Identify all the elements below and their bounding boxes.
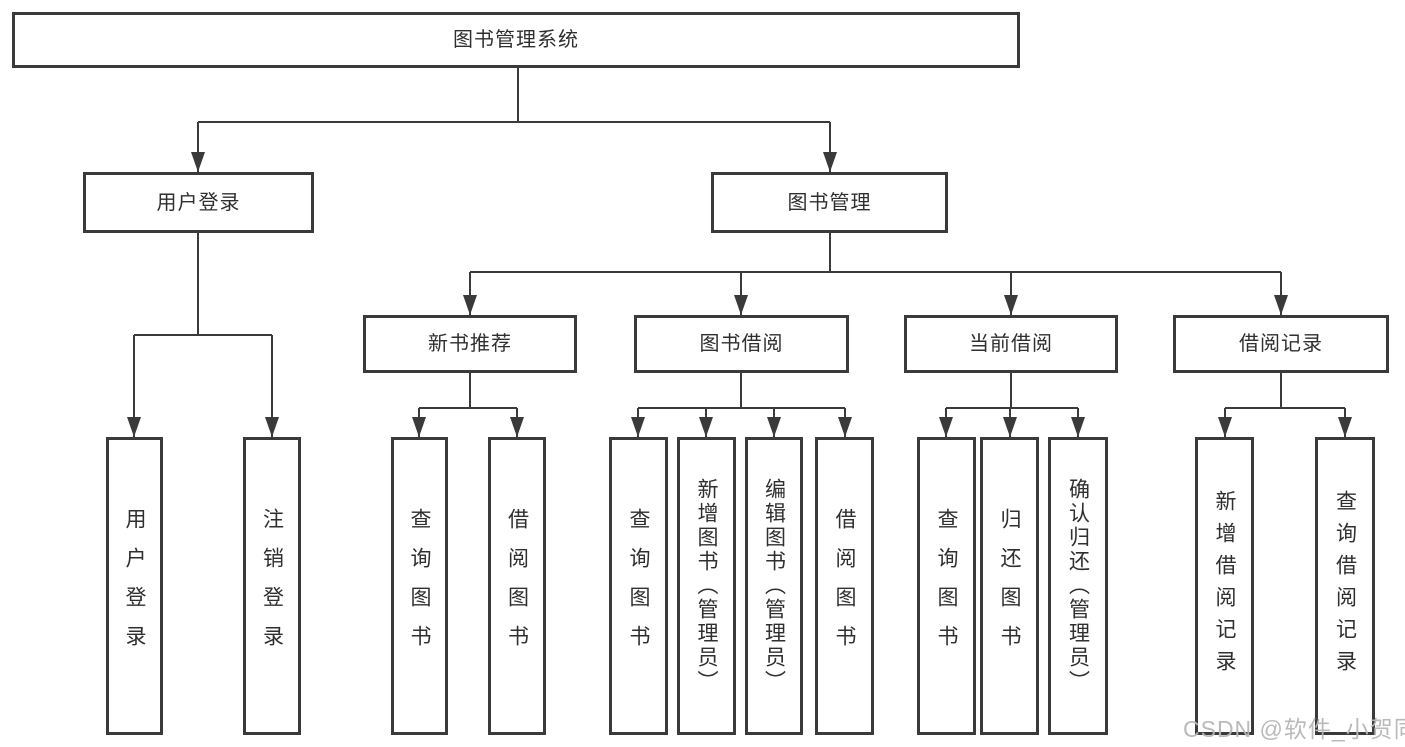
leaf-query-borrow-record: 查询借阅记录: [1315, 437, 1375, 735]
connector-newbookrec-to-leaves: [418, 373, 518, 437]
leaf-user-login: 用户登录: [106, 437, 163, 735]
leaf-add-borrow-record: 新增借阅记录: [1195, 437, 1254, 735]
leaf-confirm-return-admin: 确认归还（管理员）: [1048, 437, 1108, 735]
leaf-user-login-label: 用户登录: [123, 508, 146, 664]
leaf-edit-book-admin: 编辑图书（管理员）: [745, 437, 803, 735]
watermark: CSDN @软件_小贺同学: [1183, 716, 1405, 742]
node-user-login-label: 用户登录: [156, 191, 241, 214]
leaf-return-book-label: 归还图书: [998, 508, 1021, 664]
leaf-borrow-books-borrow-label: 借阅图书: [833, 508, 856, 664]
leaf-query-books-newrec-label: 查询图书: [408, 508, 431, 664]
node-root-label: 图书管理系统: [453, 29, 579, 51]
node-borrow-records-label: 借阅记录: [1239, 333, 1323, 355]
leaf-add-book-admin-label: 新增图书（管理员）: [695, 478, 718, 694]
leaf-borrow-books-newrec: 借阅图书: [488, 437, 546, 735]
connector-root-to-level2: [197, 68, 831, 172]
leaf-logout: 注销登录: [243, 437, 301, 735]
leaf-query-books-borrow-label: 查询图书: [627, 508, 650, 664]
connector-bookborrow-to-leaves: [637, 373, 846, 437]
arrowheads: [127, 152, 1352, 437]
node-book-management: 图书管理: [711, 172, 948, 233]
leaf-logout-label: 注销登录: [260, 508, 284, 664]
connector-userlogin-to-leaves: [133, 233, 273, 437]
node-book-management-label: 图书管理: [787, 191, 872, 214]
connector-borrowrecords-to-leaves: [1224, 373, 1346, 437]
leaf-query-books-current: 查询图书: [917, 437, 976, 735]
node-book-borrowing: 图书借阅: [634, 315, 849, 373]
node-root: 图书管理系统: [12, 12, 1020, 68]
node-borrow-records: 借阅记录: [1173, 315, 1389, 373]
node-book-borrowing-label: 图书借阅: [699, 333, 784, 355]
leaf-borrow-books-borrow: 借阅图书: [815, 437, 874, 735]
node-new-book-recommend-label: 新书推荐: [428, 333, 512, 355]
connector-bookmgmt-to-level3: [469, 233, 1282, 315]
node-current-borrowing: 当前借阅: [904, 315, 1118, 373]
node-user-login: 用户登录: [83, 172, 314, 233]
leaf-query-books-newrec: 查询图书: [391, 437, 448, 735]
leaf-query-books-current-label: 查询图书: [935, 508, 958, 664]
leaf-return-book: 归还图书: [980, 437, 1039, 735]
leaf-query-books-borrow: 查询图书: [609, 437, 668, 735]
leaf-add-book-admin: 新增图书（管理员）: [677, 437, 736, 735]
leaf-query-borrow-record-label: 查询借阅记录: [1333, 490, 1357, 682]
node-current-borrowing-label: 当前借阅: [969, 333, 1053, 355]
node-new-book-recommend: 新书推荐: [363, 315, 577, 373]
leaf-confirm-return-admin-label: 确认归还（管理员）: [1066, 478, 1090, 694]
leaf-edit-book-admin-label: 编辑图书（管理员）: [762, 478, 786, 694]
leaf-add-borrow-record-label: 新增借阅记录: [1213, 490, 1236, 682]
leaf-borrow-books-newrec-label: 借阅图书: [505, 508, 529, 664]
